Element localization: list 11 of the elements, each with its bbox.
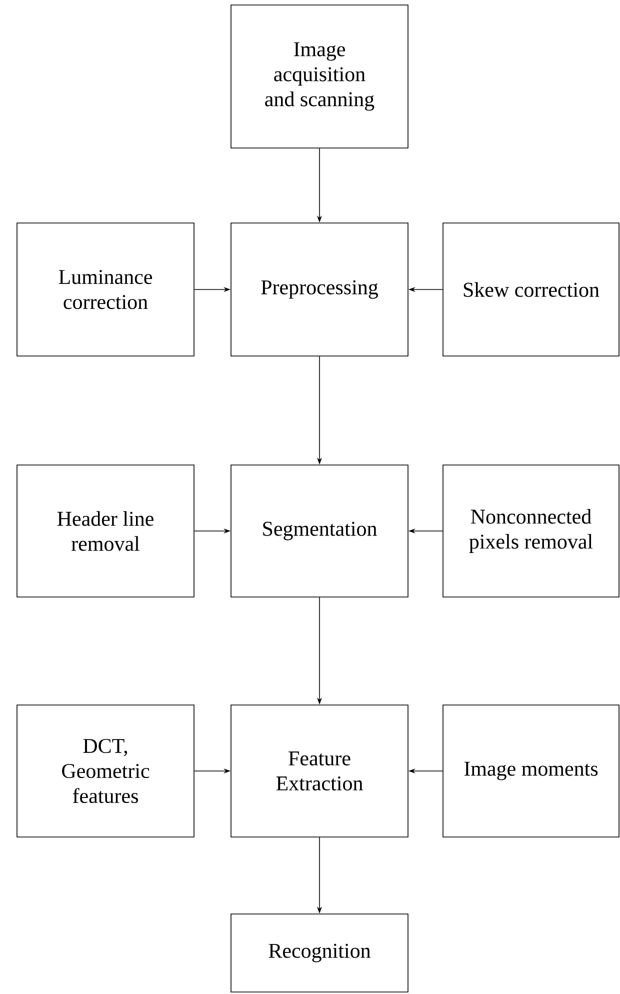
process-box: Header line removal <box>16 464 194 598</box>
process-box: Image moments <box>442 704 620 838</box>
process-box: Segmentation <box>230 464 408 598</box>
process-box: Image acquisition and scanning <box>230 4 408 148</box>
process-box: Skew correction <box>442 222 620 356</box>
process-box: Preprocessing <box>230 222 408 356</box>
process-box: Feature Extraction <box>230 704 408 838</box>
process-box: Nonconnected pixels removal <box>442 464 620 598</box>
process-box: Recognition <box>230 914 408 992</box>
process-box: DCT, Geometric features <box>16 704 194 838</box>
process-box: Luminance correction <box>16 222 194 356</box>
